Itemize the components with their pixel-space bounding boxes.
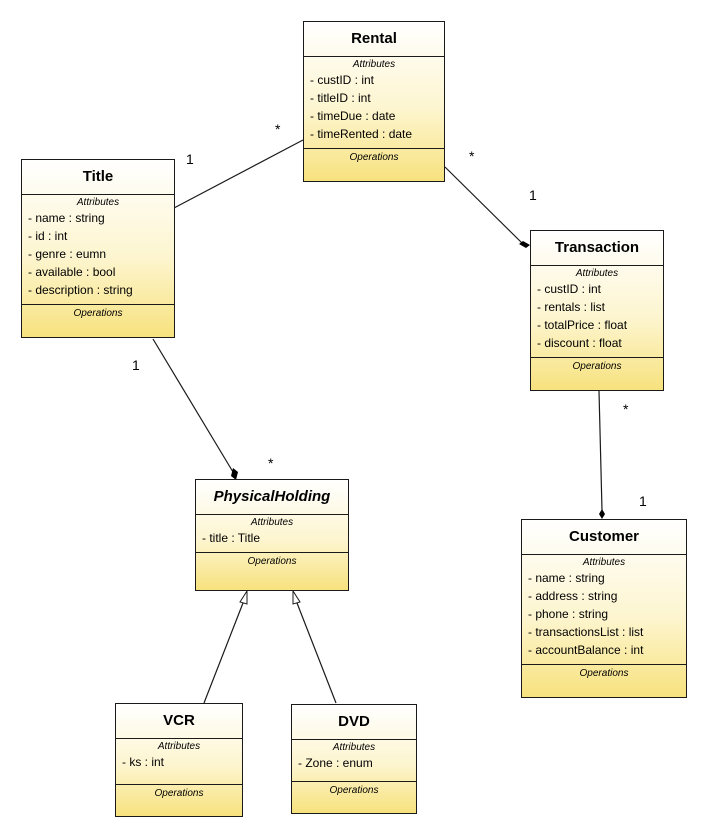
vcr-operations-label: Operations — [154, 788, 204, 799]
vcr-physical-holding-generalization — [203, 602, 244, 704]
title-class-name: Title — [22, 160, 174, 195]
vcr-class[interactable]: VCR Attributes - ks : int Operations — [115, 703, 243, 817]
rental-transaction-composition — [444, 166, 524, 245]
customer-attribute: - accountBalance : int — [528, 643, 644, 657]
dvd-class-name: DVD — [292, 705, 416, 740]
rental-attribute: - custID : int — [310, 73, 375, 87]
title-operations-label: Operations — [73, 308, 123, 319]
vcr-generalization-arrowhead — [239, 589, 248, 605]
transaction-attribute: - discount : float — [537, 336, 622, 350]
dvd-class[interactable]: DVD Attributes - Zone : enum Operations — [291, 704, 417, 814]
transaction-attribute: - custID : int — [537, 282, 602, 296]
transaction-operations-label: Operations — [572, 361, 622, 372]
vcr-attributes-label: Attributes — [157, 741, 201, 752]
vcr-attributes: Attributes - ks : int — [116, 739, 242, 785]
customer-attributes-label: Attributes — [582, 557, 626, 568]
title-attribute: - genre : eumn — [28, 247, 107, 261]
rental-transaction-rental-multiplicity: * — [469, 148, 475, 164]
dvd-attributes-label: Attributes — [332, 742, 376, 753]
customer-attributes: Attributes - name : string - address : s… — [522, 555, 686, 665]
customer-class[interactable]: Customer Attributes - name : string - ad… — [521, 519, 687, 698]
title-rental-rental-multiplicity: * — [275, 121, 281, 137]
rental-attribute: - timeDue : date — [310, 109, 396, 123]
customer-attribute: - phone : string — [528, 607, 609, 621]
dvd-physical-holding-generalization — [296, 602, 337, 704]
physical-holding-attributes: Attributes - title : Title — [196, 515, 348, 553]
customer-operations-label: Operations — [579, 668, 629, 679]
title-attribute: - id : int — [28, 229, 68, 243]
physical-holding-operations-label: Operations — [247, 556, 297, 567]
title-attribute: - description : string — [28, 283, 133, 297]
rental-attributes-label: Attributes — [352, 59, 396, 70]
rental-operations-label: Operations — [349, 152, 399, 163]
physical-holding-class-name: PhysicalHolding — [196, 480, 348, 515]
title-physical-holding-composition — [152, 338, 234, 473]
title-physical-holding-title-multiplicity: 1 — [132, 357, 140, 373]
physical-holding-attributes-label: Attributes — [250, 517, 294, 528]
title-attributes-label: Attributes — [76, 197, 120, 208]
rental-transaction-transaction-multiplicity: 1 — [529, 187, 537, 203]
transaction-attribute: - totalPrice : float — [537, 318, 628, 332]
title-rental-title-multiplicity: 1 — [186, 151, 194, 167]
rental-attributes: Attributes - custID : int - titleID : in… — [304, 57, 444, 149]
customer-attribute: - transactionsList : list — [528, 625, 644, 639]
dvd-attributes: Attributes - Zone : enum — [292, 740, 416, 782]
transaction-attributes: Attributes - custID : int - rentals : li… — [531, 266, 663, 358]
transaction-customer-customer-multiplicity: 1 — [639, 493, 647, 509]
transaction-class[interactable]: Transaction Attributes - custID : int - … — [530, 230, 664, 391]
transaction-attribute: - rentals : list — [537, 300, 606, 314]
customer-attribute: - name : string — [528, 571, 605, 585]
title-attributes: Attributes - name : string - id : int - … — [22, 195, 174, 305]
physical-holding-class[interactable]: PhysicalHolding Attributes - title : Tit… — [195, 479, 349, 591]
transaction-diamond — [519, 241, 530, 248]
rental-class-name: Rental — [304, 22, 444, 57]
customer-attribute: - address : string — [528, 589, 618, 603]
transaction-class-name: Transaction — [531, 231, 663, 266]
customer-diamond — [599, 509, 605, 519]
vcr-class-name: VCR — [116, 704, 242, 739]
dvd-attribute: - Zone : enum — [298, 756, 373, 770]
vcr-attribute: - ks : int — [122, 755, 165, 769]
dvd-generalization-arrowhead — [292, 589, 301, 605]
transaction-customer-transaction-multiplicity: * — [623, 401, 629, 417]
rental-attribute: - titleID : int — [310, 91, 371, 105]
transaction-attributes-label: Attributes — [575, 268, 619, 279]
rental-class[interactable]: Rental Attributes - custID : int - title… — [303, 21, 445, 182]
physical-holding-attribute: - title : Title — [202, 531, 261, 545]
title-physical-holding-holding-multiplicity: * — [268, 455, 274, 471]
rental-attribute: - timeRented : date — [310, 127, 413, 141]
customer-class-name: Customer — [522, 520, 686, 555]
dvd-operations-label: Operations — [329, 785, 379, 796]
title-attribute: - name : string — [28, 211, 105, 225]
title-class[interactable]: Title Attributes - name : string - id : … — [21, 159, 175, 338]
transaction-customer-composition — [598, 390, 603, 511]
title-attribute: - available : bool — [28, 265, 116, 279]
